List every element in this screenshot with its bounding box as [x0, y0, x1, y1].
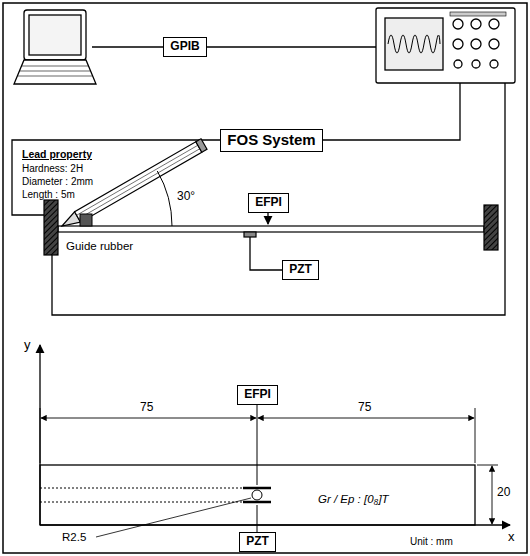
axis-label: x: [508, 530, 515, 544]
laptop: [14, 60, 96, 84]
note-label: Unit : mm: [410, 536, 453, 547]
oscilloscope: [376, 8, 515, 83]
oscilloscope: [471, 19, 481, 29]
oscilloscope: [453, 19, 463, 29]
dimension-lines: [40, 408, 498, 524]
interface-box: GPIB: [163, 37, 207, 57]
laptop: [14, 10, 96, 84]
specimen-plan: [40, 404, 475, 537]
box-label: EFPI: [244, 388, 271, 401]
sensor-box: PZT: [239, 532, 276, 552]
angle-arc: [157, 171, 172, 226]
wire: [92, 46, 376, 47]
oscilloscope: [489, 19, 499, 29]
property-value: Diameter : 2mm: [22, 176, 93, 187]
dimension-label: 75: [140, 401, 153, 414]
dimension-lines: [492, 466, 493, 524]
oscilloscope: [454, 60, 462, 68]
wire: [52, 83, 505, 315]
oscilloscope: [450, 12, 506, 16]
oscilloscope: [388, 35, 440, 53]
specimen-beam: [244, 232, 256, 237]
angle-label: 30°: [177, 190, 195, 203]
dimension-lines: [477, 465, 498, 466]
box-label: GPIB: [170, 40, 199, 53]
property-value: Hardness: 2H: [22, 163, 83, 174]
oscilloscope: [471, 39, 481, 49]
oscilloscope: [376, 8, 515, 83]
panel-border: [3, 3, 527, 553]
box-label: PZT: [289, 263, 312, 276]
sensor-box: EFPI: [237, 385, 278, 405]
coordinate-axes: [40, 345, 510, 525]
axis-label: y: [24, 338, 31, 352]
dimension-label: 75: [358, 401, 371, 414]
dimension-lines: [258, 418, 474, 419]
wire: [12, 47, 505, 315]
specimen-plan: [40, 488, 243, 502]
property-heading: Lead property: [22, 149, 92, 161]
sensor-box: EFPI: [248, 193, 289, 213]
specimen-plan: [96, 498, 251, 537]
oscilloscope: [472, 60, 480, 68]
dimension-label: 20: [497, 486, 510, 499]
box-label: PZT: [246, 535, 269, 548]
pencil: [196, 139, 207, 152]
specimen-plan: [252, 490, 262, 500]
dimension-lines: [41, 418, 256, 419]
pencil: [77, 145, 198, 215]
guide-rubber: [80, 214, 92, 226]
oscilloscope: [385, 18, 443, 70]
specimen-plan: [257, 404, 258, 485]
property-value: Length : 5m: [22, 189, 75, 200]
specimen-beam: [58, 226, 484, 232]
material-label: Gr / Ep : [0₈]T: [318, 493, 389, 506]
laptop: [24, 10, 86, 60]
pencil: [79, 149, 200, 219]
sensor-box: PZT: [282, 260, 319, 280]
oscilloscope: [489, 39, 499, 49]
system-box: FOS System: [220, 129, 323, 152]
angle-arc: [157, 171, 172, 226]
part-label: Guide rubber: [66, 240, 133, 253]
dimension-lines: [40, 408, 475, 463]
oscilloscope: [490, 60, 498, 68]
specimen-plan: [243, 488, 271, 502]
pencil: [75, 142, 202, 222]
oscilloscope: [453, 39, 463, 49]
specimen-beam: [44, 200, 58, 255]
specimen-plan: [257, 505, 258, 533]
laptop: [29, 15, 81, 55]
laptop: [18, 66, 92, 76]
specimen-beam: [484, 205, 498, 250]
box-label: EFPI: [255, 196, 282, 209]
box-label: FOS System: [227, 132, 315, 149]
dimension-label: R2.5: [62, 531, 86, 544]
guide-rubber: [80, 214, 92, 226]
